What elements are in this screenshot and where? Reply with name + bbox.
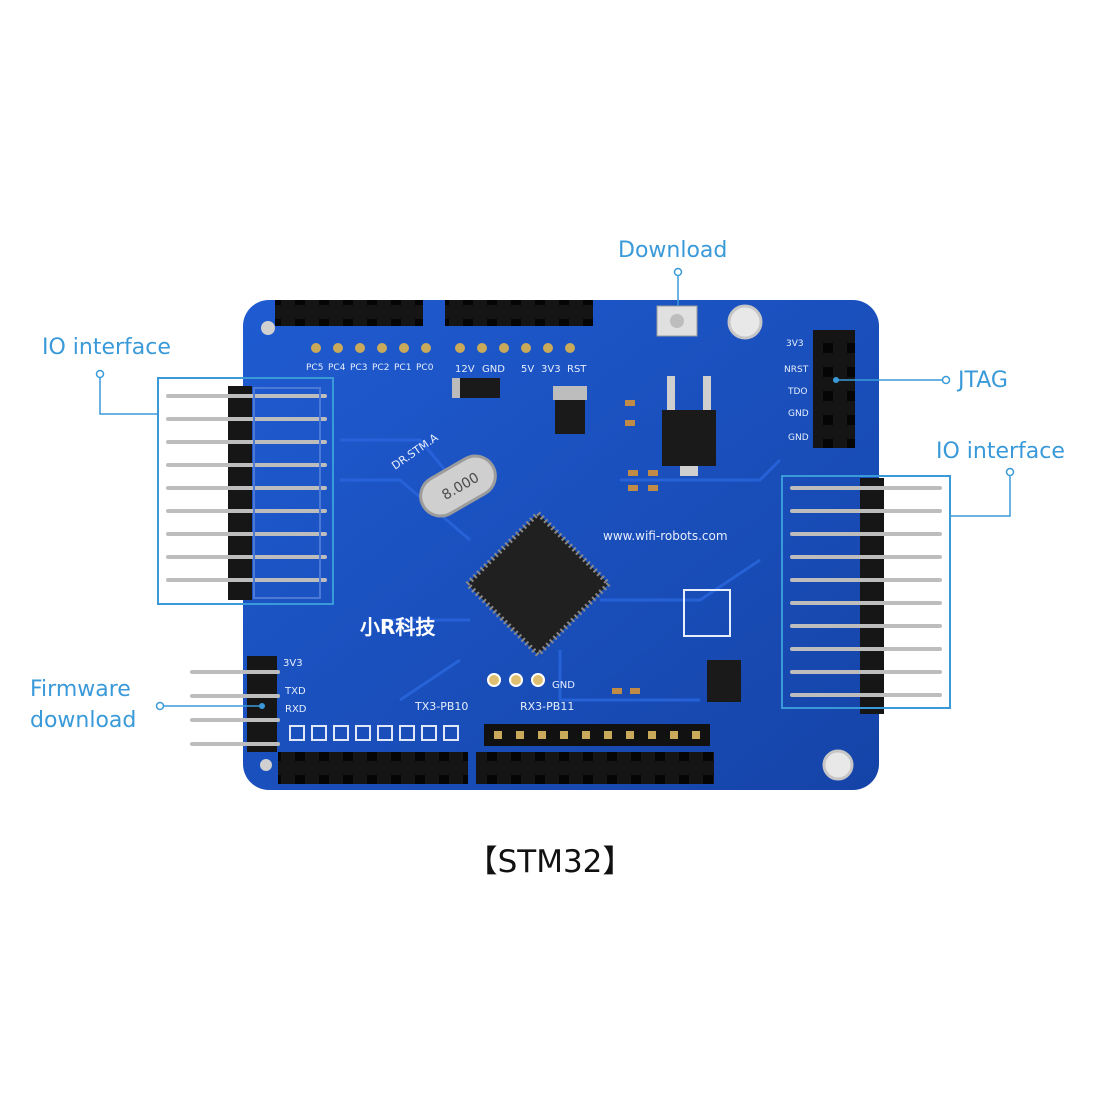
silk-tx3: TX3-PB10 bbox=[414, 700, 468, 713]
right-io-header bbox=[860, 478, 884, 714]
callout-io-interface-left: IO interface bbox=[42, 335, 171, 360]
silk-12v: 12V bbox=[455, 364, 475, 375]
silk-pc5: PC5 bbox=[306, 363, 323, 373]
j8-pins bbox=[487, 673, 545, 687]
chip-u4 bbox=[707, 660, 741, 702]
silk-rst: RST bbox=[567, 364, 587, 375]
silk-jtag-gnd-1: GND bbox=[788, 409, 809, 419]
product-caption: 【STM32】 bbox=[466, 844, 634, 880]
bottom-header-left bbox=[278, 752, 468, 784]
left-io-header bbox=[228, 386, 252, 600]
jtag-header bbox=[813, 330, 855, 448]
mount-hole bbox=[727, 304, 763, 340]
serial-pins bbox=[190, 670, 280, 746]
top-pin-row bbox=[311, 343, 575, 353]
leader-io-left bbox=[99, 374, 158, 415]
chip-u3-outline bbox=[683, 589, 731, 637]
right-io-pins bbox=[790, 486, 942, 697]
left-io-highlight bbox=[157, 377, 334, 605]
silk-gnd-j8: GND bbox=[552, 680, 575, 691]
mount-hole bbox=[260, 759, 272, 771]
silk-pc4: PC4 bbox=[328, 363, 346, 373]
silk-gnd-power: GND bbox=[482, 364, 505, 375]
regulator-u6 bbox=[555, 400, 585, 434]
bottom-pad-row bbox=[289, 725, 459, 741]
crystal-oscillator bbox=[419, 454, 497, 518]
silk-serial-rxd: RXD bbox=[285, 704, 307, 715]
bottom-header-right bbox=[476, 752, 714, 784]
brand-logo: 小R科技 bbox=[360, 615, 436, 639]
bottom-male-header bbox=[484, 724, 710, 746]
url-silk: www.wifi-robots.com bbox=[603, 529, 728, 543]
silk-pc3: PC3 bbox=[350, 363, 367, 373]
callout-firmware-line1: Firmware bbox=[30, 677, 131, 702]
silk-3v3: 3V3 bbox=[541, 364, 561, 375]
silk-jtag-nrst: NRST bbox=[784, 365, 809, 375]
leader-io-right bbox=[950, 472, 1011, 517]
silk-serial-3v3: 3V3 bbox=[283, 658, 303, 669]
silk-jtag-3v3: 3V3 bbox=[786, 339, 804, 349]
top-header-right bbox=[445, 300, 593, 326]
silk-rx3: RX3-PB11 bbox=[520, 700, 574, 713]
silk-jtag-tdo: TDO bbox=[787, 387, 808, 397]
callout-jtag: JTAG bbox=[958, 368, 1008, 393]
silk-pc2: PC2 bbox=[372, 363, 389, 373]
regulator-u5 bbox=[662, 410, 716, 466]
left-io-pins bbox=[166, 394, 327, 582]
silk-pc1: PC1 bbox=[394, 363, 411, 373]
silk-serial-txd: TXD bbox=[284, 686, 306, 697]
mcu-chip bbox=[463, 509, 613, 659]
callout-download: Download bbox=[618, 238, 728, 263]
callout-io-interface-right: IO interface bbox=[936, 439, 1065, 464]
callout-firmware-line2: download bbox=[30, 708, 137, 733]
mount-hole bbox=[261, 321, 275, 335]
silk-pc0: PC0 bbox=[416, 363, 434, 373]
diode-d1 bbox=[452, 378, 500, 398]
silk-jtag-gnd-2: GND bbox=[788, 433, 809, 443]
silk-5v: 5V bbox=[521, 364, 534, 375]
top-header-left bbox=[275, 300, 423, 326]
mount-hole bbox=[822, 749, 854, 781]
right-io-highlight bbox=[781, 475, 951, 709]
